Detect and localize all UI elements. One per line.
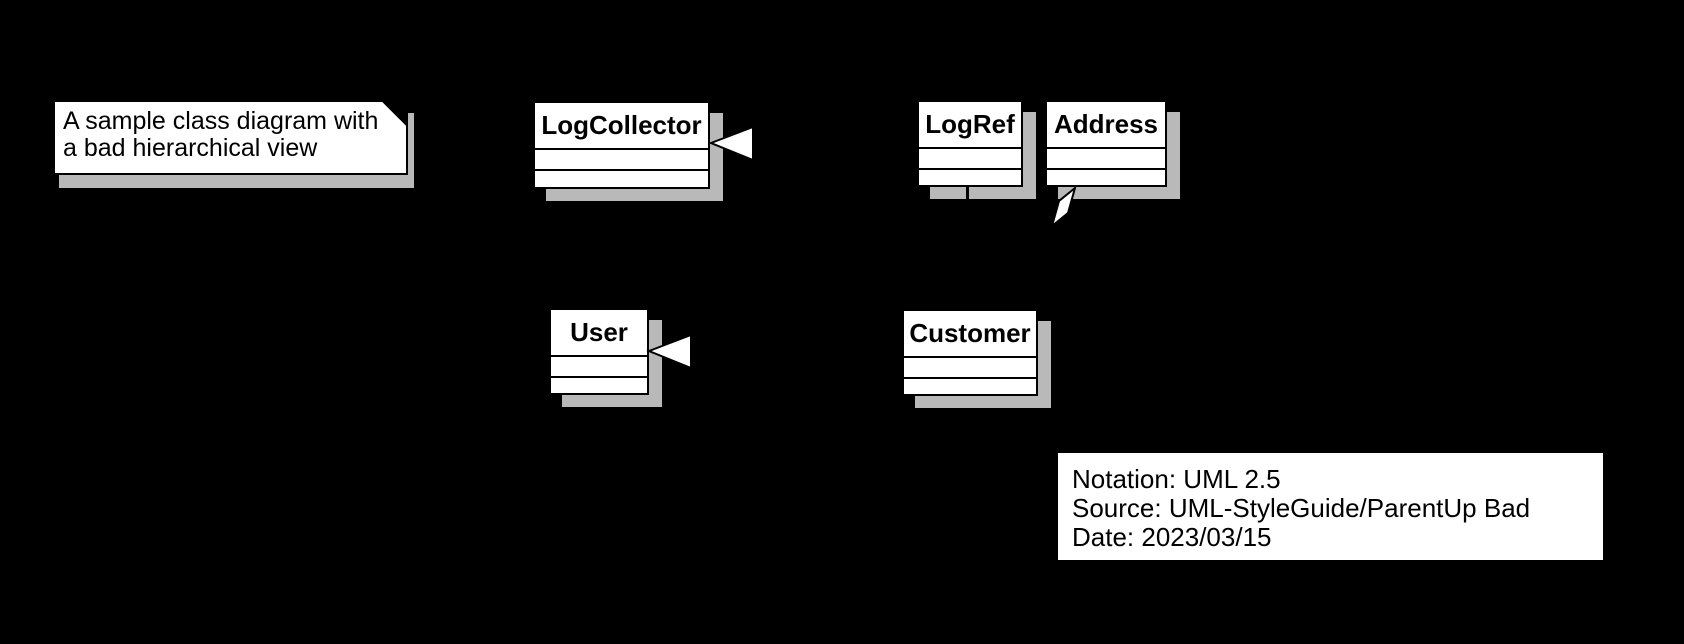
- class-name: Address: [1053, 109, 1159, 139]
- class-name: LogCollector: [541, 110, 702, 140]
- class-name: LogRef: [925, 109, 1015, 139]
- class-address: Address: [1045, 100, 1167, 187]
- class-user: User: [549, 308, 649, 395]
- class-logref: LogRef: [917, 100, 1023, 187]
- operations-compartment: [1047, 168, 1165, 185]
- attributes-compartment: [535, 148, 708, 169]
- attributes-compartment: [1047, 147, 1165, 168]
- aggregation-diamond-icon: [1050, 185, 1077, 229]
- note-text-line1: A sample class diagram with: [63, 107, 379, 135]
- attributes-compartment: [551, 355, 647, 376]
- attributes-compartment: [904, 356, 1036, 377]
- generalization-arrow-icon: [708, 125, 754, 162]
- class-logcollector: LogCollector: [533, 101, 710, 189]
- operations-compartment: [904, 377, 1036, 394]
- generalization-arrow-icon: [646, 333, 692, 370]
- legend-date: Date: 2023/03/15: [1072, 522, 1272, 552]
- attributes-compartment: [919, 147, 1021, 168]
- legend-notation: Notation: UML 2.5: [1072, 464, 1281, 494]
- class-name: Customer: [909, 318, 1031, 348]
- class-customer: Customer: [902, 309, 1038, 396]
- class-name: User: [570, 317, 628, 347]
- legend-source: Source: UML-StyleGuide/ParentUp Bad: [1072, 493, 1531, 523]
- note: A sample class diagram with a bad hierar…: [53, 100, 408, 175]
- hidden-connector-segment: [966, 187, 969, 203]
- operations-compartment: [535, 169, 708, 187]
- note-text-line2: a bad hierarchical view: [63, 134, 318, 162]
- note-fold-icon: [381, 100, 408, 127]
- operations-compartment: [919, 168, 1021, 185]
- operations-compartment: [551, 376, 647, 393]
- legend-box: Notation: UML 2.5 Source: UML-StyleGuide…: [1058, 453, 1603, 560]
